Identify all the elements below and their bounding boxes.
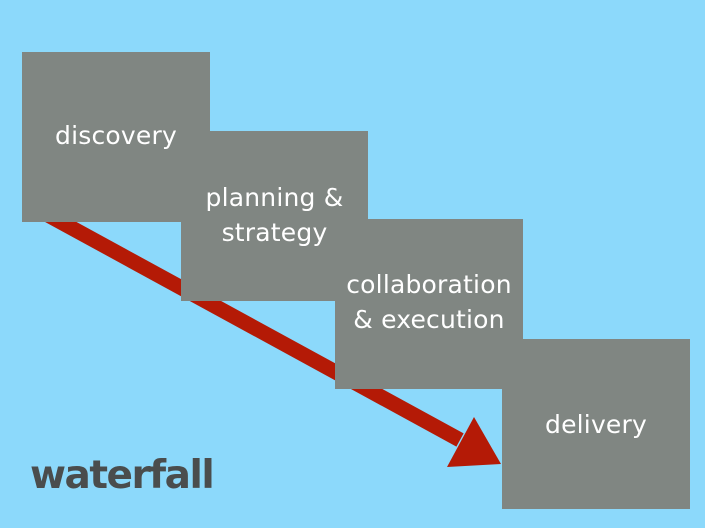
arrow-group — [44, 208, 501, 467]
arrow-shaft — [44, 208, 464, 447]
stage-label: discovery — [55, 120, 177, 150]
stage-planning-strategy: planning & strategy — [181, 131, 368, 301]
stage-label: planning & strategy — [205, 182, 344, 247]
stage-label: collaboration & execution — [346, 270, 512, 334]
stage-discovery: discovery — [22, 52, 210, 222]
stage-collaboration-execution: collaboration & execution — [335, 219, 523, 389]
arrow-head — [447, 417, 501, 467]
waterfall-logo: waterfall — [30, 453, 215, 498]
stage-delivery: delivery — [502, 339, 690, 509]
stage-label: delivery — [545, 409, 647, 439]
